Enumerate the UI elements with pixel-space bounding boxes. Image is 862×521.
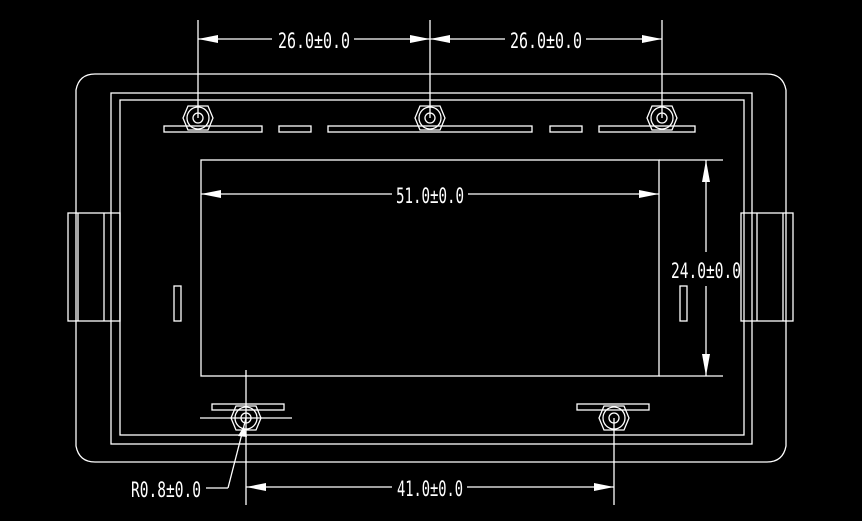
display-window <box>200 159 660 377</box>
inner-frame-outline <box>110 92 753 445</box>
dimension-bottom: 41.0±0.0 <box>246 477 614 501</box>
inner-frame-inset <box>119 99 745 436</box>
dimension-label-top-right: 26.0±0.0 <box>510 29 582 53</box>
dimension-window-width: 51.0±0.0 <box>201 184 659 208</box>
dimension-top-right: 26.0±0.0 <box>430 29 662 53</box>
dimension-label-top-left: 26.0±0.0 <box>278 29 350 53</box>
left-side-clip <box>67 212 121 322</box>
dimension-label-hole-radius: R0.8±0.0 <box>131 478 201 502</box>
dimension-label-window-height: 24.0±0.0 <box>671 259 741 283</box>
left-slot <box>173 285 182 322</box>
extension-lines <box>197 20 663 505</box>
dimension-top-left: 26.0±0.0 <box>198 29 430 53</box>
dimension-label-bottom: 41.0±0.0 <box>397 477 463 501</box>
bottom-mounting-boss-right <box>576 403 650 431</box>
dimension-hole-radius: R0.8±0.0 <box>131 417 247 502</box>
dimension-window-height: 24.0±0.0 <box>671 160 741 376</box>
right-slot <box>679 285 688 322</box>
top-rib-segments <box>163 125 696 133</box>
right-side-clip <box>740 212 794 322</box>
outer-housing-outline <box>75 73 787 463</box>
dimension-label-window-width: 51.0±0.0 <box>396 184 464 208</box>
